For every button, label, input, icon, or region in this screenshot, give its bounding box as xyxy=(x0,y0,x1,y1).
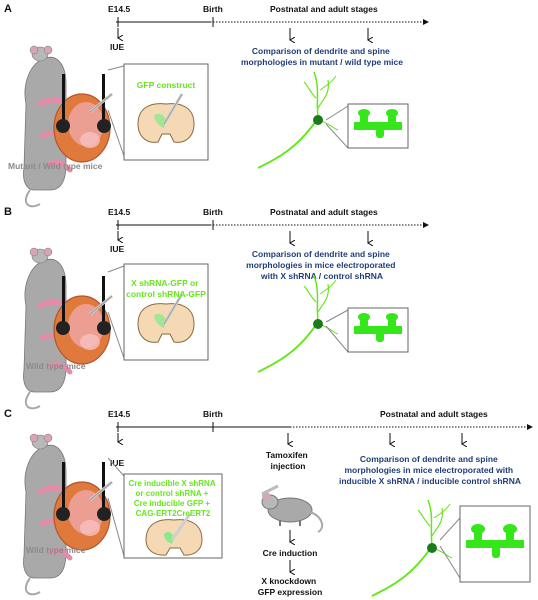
mouse-embryo-illustration xyxy=(23,46,112,206)
construct-text: GFP construct xyxy=(137,80,196,90)
construct-text: X shRNA-GFP or control shRNA-GFP xyxy=(126,278,206,299)
spine-box xyxy=(347,103,409,149)
tamoxifen-text: Tamoxifen injection xyxy=(266,450,310,471)
comparison-text: Comparison of dendrite and spine morphol… xyxy=(241,46,403,67)
label-postnatal: Postnatal and adult stages xyxy=(270,4,378,14)
panel-c: C E14.5 Birth Postnatal and adult stages… xyxy=(4,408,533,597)
label-iue: IUE xyxy=(110,458,125,468)
label-birth: Birth xyxy=(203,4,223,14)
zoom-line xyxy=(107,109,125,157)
zoom-line xyxy=(325,325,349,353)
zoom-line xyxy=(325,309,349,323)
panel-b: B E14.5 Birth Postnatal and adult stages… xyxy=(4,206,429,408)
neuron-illustration xyxy=(371,499,453,597)
zoom-line xyxy=(107,497,125,557)
spine-illustration xyxy=(466,524,524,558)
zoom-line xyxy=(325,105,349,121)
zoom-line xyxy=(325,123,349,149)
mouse-embryo-illustration xyxy=(23,434,112,594)
label-birth: Birth xyxy=(203,409,223,419)
label-iue: IUE xyxy=(110,244,125,254)
label-e145: E14.5 xyxy=(108,4,130,14)
zoom-line xyxy=(107,265,125,273)
zoom-line xyxy=(439,517,461,541)
label-iue: IUE xyxy=(110,42,125,52)
neuron-illustration xyxy=(257,275,339,373)
zoom-line xyxy=(107,65,125,71)
panel-letter: B xyxy=(4,206,12,218)
mice-label: Wild type mice xyxy=(26,361,86,371)
spine-box xyxy=(347,307,409,353)
electroporated-region xyxy=(164,531,174,544)
tamoxifen-mouse-illustration xyxy=(261,484,324,533)
mice-label: Mutant / Wild type mice xyxy=(8,161,103,171)
panel-a: A E14.5 Birth Postnatal and adult stages… xyxy=(4,3,429,206)
needle-illustration xyxy=(170,513,192,541)
zoom-line xyxy=(107,457,125,477)
panel-letter: A xyxy=(4,3,12,15)
label-e145: E14.5 xyxy=(108,409,130,419)
zoom-line xyxy=(107,311,125,359)
comparison-text: Comparison of dendrite and spine morphol… xyxy=(246,249,398,281)
label-e145: E14.5 xyxy=(108,207,130,217)
construct-text: Cre inducible X shRNA or control shRNA +… xyxy=(128,479,217,518)
label-postnatal: Postnatal and adult stages xyxy=(380,409,488,419)
label-birth: Birth xyxy=(203,207,223,217)
knockdown-text: X knockdown GFP expression xyxy=(258,576,323,597)
comparison-text: Comparison of dendrite and spine morphol… xyxy=(339,454,521,486)
label-postnatal: Postnatal and adult stages xyxy=(270,207,378,217)
mouse-embryo-illustration xyxy=(23,248,112,408)
panel-letter: C xyxy=(4,408,12,420)
brain-box xyxy=(122,62,210,162)
mice-label: Wild type mice xyxy=(26,545,86,555)
cre-induction-text: Cre induction xyxy=(263,548,318,558)
zoom-line xyxy=(439,545,461,579)
